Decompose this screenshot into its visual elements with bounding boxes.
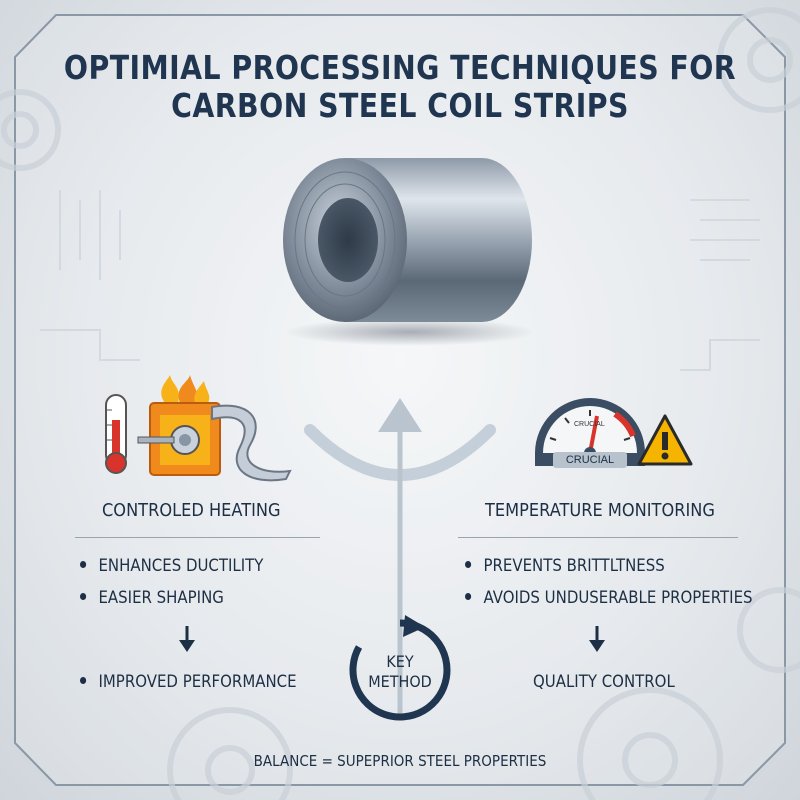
- right-result: QUALITY CONTROL: [533, 672, 675, 692]
- right-bullet-2: AVOIDS UNDUSERABLE PROPERTIES: [465, 588, 753, 608]
- gauge-icon: [535, 398, 645, 468]
- left-bullet-1: ENHANCES DUCTILITY: [80, 556, 263, 576]
- right-divider: [458, 537, 738, 538]
- monitoring-illustration: [535, 398, 693, 468]
- page-title-line-1: OPTIMIAL PROCESSING TECHNIQUES FOR: [63, 48, 737, 87]
- right-down-arrow-icon: [589, 626, 605, 652]
- left-result: IMPROVED PERFORMANCE: [80, 672, 297, 692]
- right-bullet-1: PREVENTS BRITTLTNESS: [465, 556, 665, 576]
- heating-illustration: [105, 375, 292, 482]
- frame-border: [14, 14, 786, 786]
- temperature-monitoring-heading: TEMPERATURE MONITORING: [485, 500, 715, 521]
- left-bullet-2: EASIER SHAPING: [80, 588, 224, 608]
- steel-coil-image: [283, 158, 535, 346]
- controlled-heating-heading: CONTROLED HEATING: [102, 500, 281, 521]
- footer-balance-text: BALANCE = SUPEPRIOR STEEL PROPERTIES: [253, 752, 547, 770]
- gauge-top-label: CRUCIAL: [574, 421, 605, 428]
- fire-icon: [161, 375, 210, 403]
- page-title-line-2: CARBON STEEL COIL STRIPS: [171, 86, 629, 125]
- steel-strip-icon: [211, 404, 292, 482]
- key-method-line-2: METHOD: [368, 672, 432, 691]
- left-down-arrow-icon: [179, 626, 195, 652]
- key-method-line-1: KEY: [386, 652, 414, 671]
- key-method-cycle-icon: [349, 615, 451, 721]
- upward-arrow-connector: [304, 398, 496, 720]
- thermometer-icon: [105, 394, 127, 474]
- warning-icon: [637, 414, 693, 466]
- left-divider: [75, 537, 320, 538]
- furnace-icon: [137, 402, 221, 476]
- gauge-label: CRUCIAL: [565, 454, 615, 466]
